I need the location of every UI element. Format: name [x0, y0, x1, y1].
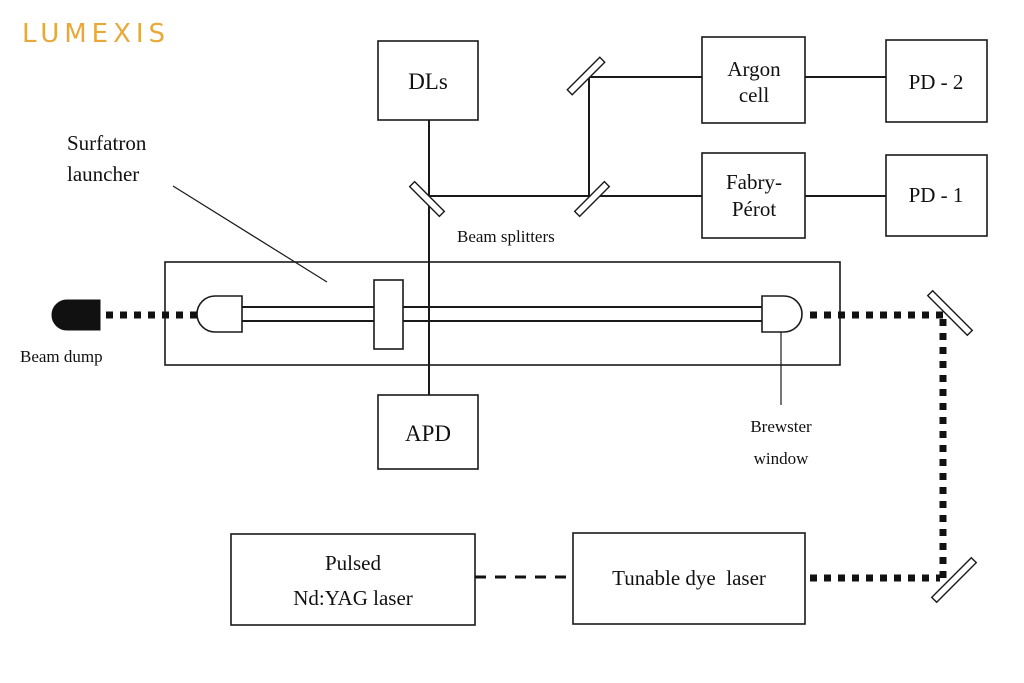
nd-yag-laser-box	[230, 533, 476, 626]
argon-label-line2: cell	[739, 83, 769, 107]
fabry-label-line2: Pérot	[732, 197, 776, 221]
argon-label-line1: Argon	[727, 57, 781, 81]
dls-label: DLs	[408, 69, 448, 94]
beam-dump-icon	[51, 299, 101, 331]
mirror-top	[566, 56, 606, 96]
dye-laser-label: Tunable dye laser	[612, 566, 766, 590]
beam-splitter-1	[408, 180, 446, 218]
left-brewster-window	[196, 295, 243, 333]
beam-dump-label: Beam dump	[20, 347, 103, 366]
pd1-label: PD - 1	[909, 183, 964, 207]
brewster-label-line2: window	[754, 449, 810, 468]
surfatron-launcher-block	[373, 279, 404, 350]
surfatron-enclosure	[164, 261, 841, 366]
mirror-right-top	[926, 289, 974, 337]
dls-box	[377, 40, 479, 121]
fabry-label-line1: Fabry-	[726, 170, 782, 194]
beam-splitter-2	[573, 180, 611, 218]
tunable-dye-laser-box	[572, 532, 806, 625]
nd-yag-label-line2: Nd:YAG laser	[293, 586, 413, 610]
apd-box	[377, 394, 479, 470]
lumexis-logo: LUMEXIS	[22, 19, 170, 49]
argon-cell-box	[701, 36, 806, 124]
right-brewster-window	[761, 295, 803, 333]
mirror-right-bottom	[930, 556, 978, 604]
surfatron-label-line1: Surfatron	[67, 131, 147, 155]
nd-yag-label-line1: Pulsed	[325, 551, 382, 575]
pd2-label: PD - 2	[909, 70, 964, 94]
pd2-box	[885, 39, 988, 123]
beam-splitters-label: Beam splitters	[457, 227, 555, 246]
fabry-perot-box	[701, 152, 806, 239]
surfatron-leader-line	[172, 185, 328, 283]
brewster-label-line1: Brewster	[750, 417, 812, 436]
surfatron-label-line2: launcher	[67, 162, 139, 186]
apd-label: APD	[405, 421, 451, 446]
pd1-box	[885, 154, 988, 237]
